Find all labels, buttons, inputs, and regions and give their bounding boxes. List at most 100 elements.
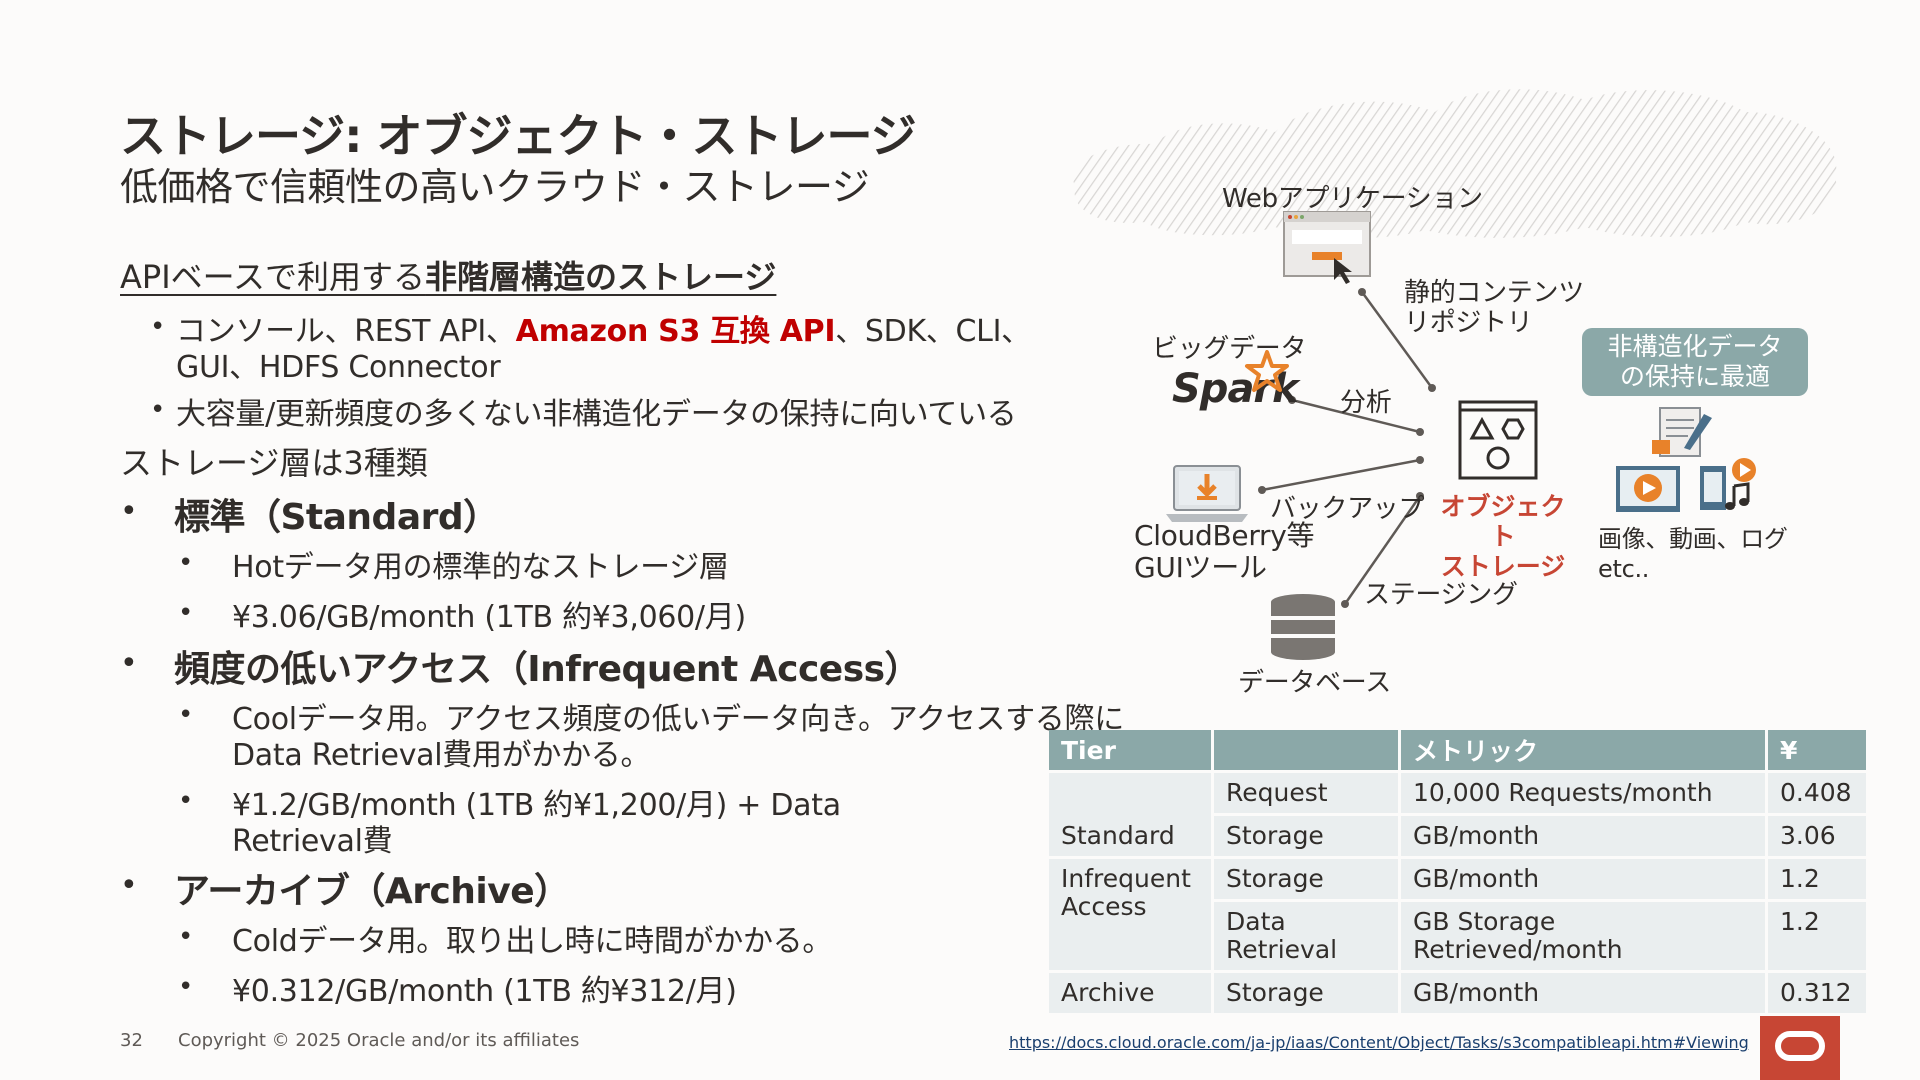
bullet-dot: •: [178, 700, 194, 730]
section-heading-tiers: ストレージ層は3種類: [120, 444, 428, 482]
tier-infrequent-price-line2: Retrieval費: [232, 824, 393, 859]
backup-label: バックアップ: [1270, 494, 1425, 524]
cloud-background: [1073, 89, 1837, 238]
bigdata-label: ビッグデータ: [1152, 334, 1307, 364]
static-content-line2: リポジトリ: [1404, 308, 1533, 338]
tier-standard-price: ¥3.06/GB/month (1TB 約¥3,060/月): [232, 600, 746, 635]
header-tier: Tier: [1049, 730, 1211, 770]
cell-price: 0.408: [1768, 773, 1866, 813]
cell-metric: GB/month: [1401, 816, 1765, 856]
header-price: ¥: [1768, 730, 1866, 770]
bullet-dot: •: [178, 598, 194, 628]
bullet-dot: •: [120, 494, 138, 529]
unstructured-data-badge: 非構造化データ の保持に最適: [1582, 328, 1808, 396]
media-label: 画像、動画、ログ etc..: [1598, 524, 1788, 584]
section-heading-api: APIベースで利用する非階層構造のストレージ: [120, 252, 776, 298]
cell-item: Storage: [1214, 816, 1398, 856]
badge-line2: の保持に最適: [1619, 362, 1770, 391]
cloudberry-label: CloudBerry等 GUIツール: [1134, 519, 1315, 584]
cell-tier-standard: Standard: [1049, 773, 1211, 856]
table-row: Infrequent Access Storage GB/month 1.2: [1049, 859, 1866, 970]
bullet-text: 、SDK、CLI、: [835, 314, 1031, 349]
bullet-dot: •: [120, 646, 138, 681]
tier-standard-desc: Hotデータ用の標準的なストレージ層: [232, 550, 729, 585]
database-label: データベース: [1238, 668, 1391, 698]
document-icon: [1652, 407, 1712, 457]
table-row: Storage GB/month 3.06: [1049, 816, 1866, 856]
media-line1: 画像、動画、ログ: [1598, 525, 1788, 553]
pricing-table: Tier メトリック ¥ Standard Request 10,000 Req…: [1046, 727, 1869, 1016]
bullet-api-list-line2: GUI、HDFS Connector: [176, 350, 501, 385]
web-app-label: Webアプリケーション: [1222, 184, 1483, 214]
cell-item: Data Retrieval: [1214, 902, 1398, 970]
tier-infrequent-desc: Coolデータ用。アクセス頻度の低いデータ向き。アクセスする際に: [232, 702, 1124, 737]
staging-label: ステージング: [1364, 580, 1518, 610]
table-row: Standard Request 10,000 Requests/month 0…: [1049, 773, 1866, 856]
cloudberry-line1: CloudBerry等: [1134, 519, 1315, 552]
tier-archive-price: ¥0.312/GB/month (1TB 約¥312/月): [232, 974, 737, 1009]
cell-item: Storage: [1214, 973, 1398, 1013]
copyright-notice: Copyright © 2025 Oracle and/or its affil…: [178, 1030, 580, 1051]
tier-archive-desc: Coldデータ用。取り出し時に時間がかかる。: [232, 924, 833, 959]
table-row: Archive Storage GB/month 0.312: [1049, 973, 1866, 1013]
cloudberry-line2: GUIツール: [1134, 551, 1267, 584]
bullet-unstructured: 大容量/更新頻度の多くない非構造化データの保持に向いている: [176, 397, 1017, 432]
connection-lines: [1258, 288, 1436, 608]
docs-link[interactable]: https://docs.cloud.oracle.com/ja-jp/iaas…: [1009, 1033, 1749, 1052]
cell-tier-archive: Archive: [1049, 973, 1211, 1013]
page-subtitle: 低価格で信頼性の高いクラウド・ストレージ: [120, 165, 870, 209]
spark-star-icon: [1245, 350, 1289, 392]
media-line2: etc..: [1598, 555, 1650, 583]
tier-infrequent-desc-line2: Data Retrieval費用がかかる。: [232, 738, 651, 773]
cell-metric: GB/month: [1401, 973, 1765, 1013]
cell-metric: 10,000 Requests/month: [1401, 773, 1765, 813]
media-icons: [1616, 407, 1756, 512]
browser-icon: [1283, 211, 1371, 284]
oracle-logo: [1760, 1016, 1840, 1080]
bullet-api-list: コンソール、REST API、Amazon S3 互換 API、SDK、CLI、: [176, 306, 1031, 350]
table-row: Data Retrieval GB Storage Retrieved/mont…: [1049, 902, 1866, 970]
bullet-text: コンソール、REST API、: [176, 314, 516, 349]
object-storage-line1: オブジェクト: [1440, 492, 1566, 551]
cell-metric: GB/month: [1401, 859, 1765, 899]
heading-text: APIベースで利用する: [120, 258, 426, 296]
video-icon: [1616, 466, 1680, 512]
page-title: ストレージ: オブジェクト・ストレージ: [120, 109, 917, 163]
s3-compat-highlight: Amazon S3 互換 API: [515, 314, 836, 349]
header-item: [1214, 730, 1398, 770]
bullet-dot: •: [178, 548, 194, 578]
bullet-dot: •: [120, 868, 138, 903]
header-metric: メトリック: [1401, 730, 1765, 770]
tier-infrequent-price: ¥1.2/GB/month (1TB 約¥1,200/月) + Data: [232, 788, 841, 823]
bullet-dot: •: [178, 786, 194, 816]
tier-infrequent-title: 頻度の低いアクセス（Infrequent Access）: [174, 649, 921, 690]
bullet-dot: •: [178, 972, 194, 1002]
heading-bold-text: 非階層構造のストレージ: [425, 258, 777, 296]
cell-price: 3.06: [1768, 816, 1866, 856]
cell-item: Request: [1214, 773, 1398, 813]
static-content-label: 静的コンテンツ リポジトリ: [1404, 278, 1584, 338]
object-storage-icon: [1458, 400, 1538, 480]
static-content-line1: 静的コンテンツ: [1404, 278, 1584, 308]
cell-item: Storage: [1214, 859, 1398, 899]
music-icon: [1700, 458, 1756, 510]
cell-metric: GB Storage Retrieved/month: [1401, 902, 1765, 970]
badge-line1: 非構造化データ: [1607, 332, 1783, 361]
cell-price: 1.2: [1768, 902, 1866, 970]
bullet-dot: •: [178, 922, 194, 952]
laptop-download-icon: [1166, 465, 1248, 522]
analysis-label: 分析: [1340, 388, 1392, 418]
bullet-dot: •: [150, 395, 166, 425]
object-storage-label: オブジェクト ストレージ: [1438, 492, 1568, 582]
cell-tier-infrequent: Infrequent Access: [1049, 859, 1211, 970]
tier-archive-title: アーカイブ（Archive）: [174, 871, 570, 912]
cell-price: 0.312: [1768, 973, 1866, 1013]
bullet-dot: •: [150, 312, 166, 342]
table-header-row: Tier メトリック ¥: [1049, 730, 1866, 770]
cell-price: 1.2: [1768, 859, 1866, 899]
page-number: 32: [120, 1030, 143, 1051]
oracle-logo-icon: [1775, 1031, 1825, 1061]
database-icon: [1271, 594, 1335, 660]
tier-standard-title: 標準（Standard）: [174, 497, 499, 538]
object-storage-line2: ストレージ: [1440, 552, 1566, 581]
